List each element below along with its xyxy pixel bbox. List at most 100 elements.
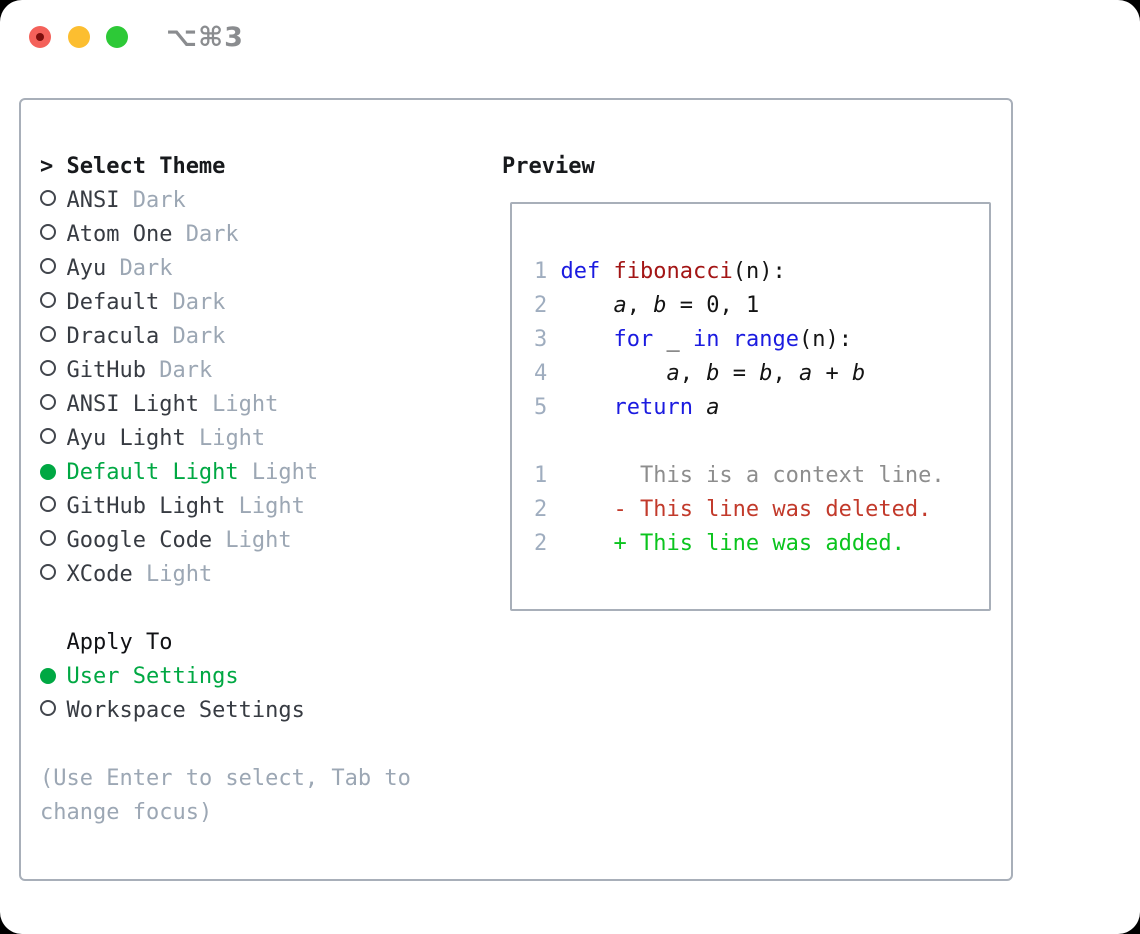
code-token-pl: (n): bbox=[732, 259, 786, 284]
blank-row bbox=[40, 592, 411, 626]
code-token-ctx: This is a context line. bbox=[560, 463, 945, 488]
line-number: 1 bbox=[534, 259, 548, 284]
theme-option-ansi-light[interactable]: ANSI Light Light bbox=[40, 388, 411, 422]
radio-unselected-icon bbox=[40, 530, 56, 546]
radio-cell bbox=[40, 558, 66, 592]
theme-option-ansi[interactable]: ANSI Dark bbox=[40, 184, 411, 218]
code-token-pl: , bbox=[679, 361, 707, 386]
option-name: Default Light bbox=[66, 460, 239, 485]
radio-cell bbox=[40, 388, 66, 422]
theme-option-default[interactable]: Default Dark bbox=[40, 286, 411, 320]
select-theme-header: > Select Theme bbox=[40, 150, 411, 184]
code-line: 2 - This line was deleted. bbox=[534, 493, 945, 527]
theme-option-ayu-light[interactable]: Ayu Light Light bbox=[40, 422, 411, 456]
radio-unselected-icon bbox=[40, 190, 56, 206]
code-token-fn: fibonacci bbox=[613, 259, 733, 284]
code-token-pl: + bbox=[812, 361, 852, 386]
theme-option-google-code[interactable]: Google Code Light bbox=[40, 524, 411, 558]
hint-line: (Use Enter to select, Tab to bbox=[40, 766, 411, 791]
record-dot-icon bbox=[36, 33, 44, 41]
option-name: Atom One bbox=[66, 222, 173, 247]
hint-text: change focus) bbox=[40, 796, 411, 830]
theme-option-github[interactable]: GitHub Dark bbox=[40, 354, 411, 388]
maximize-button[interactable] bbox=[106, 26, 128, 48]
option-name: Ayu Light bbox=[66, 426, 186, 451]
code-token-del: - This line was deleted. bbox=[560, 497, 932, 522]
radio-unselected-icon bbox=[40, 394, 56, 410]
radio-cell bbox=[40, 456, 66, 490]
theme-option-dracula[interactable]: Dracula Dark bbox=[40, 320, 411, 354]
minimize-button[interactable] bbox=[68, 26, 90, 48]
code-token-pl bbox=[560, 395, 613, 420]
theme-option-atom-one[interactable]: Atom One Dark bbox=[40, 218, 411, 252]
theme-option-ayu[interactable]: Ayu Dark bbox=[40, 252, 411, 286]
code-token-var: a bbox=[798, 361, 813, 386]
option-name: Default bbox=[66, 290, 160, 315]
option-name: XCode bbox=[66, 562, 133, 587]
code-token-kw: in bbox=[692, 327, 720, 352]
code-line: 5 return a bbox=[534, 391, 945, 425]
radio-cell bbox=[40, 694, 66, 728]
code-token-var: a bbox=[706, 395, 720, 420]
option-variant: Dark bbox=[145, 358, 213, 383]
blank-row bbox=[40, 728, 411, 762]
theme-option-xcode[interactable]: XCode Light bbox=[40, 558, 411, 592]
option-name: Ayu bbox=[66, 256, 107, 281]
option-variant: Dark bbox=[159, 290, 226, 315]
code-token-pl: = bbox=[719, 361, 760, 386]
radio-unselected-icon bbox=[40, 700, 56, 716]
apply-option-workspace-settings[interactable]: Workspace Settings bbox=[40, 694, 411, 728]
option-variant: Light bbox=[185, 426, 266, 451]
blank-line bbox=[534, 425, 945, 459]
option-variant: Light bbox=[238, 460, 319, 485]
line-number: 2 bbox=[534, 293, 548, 318]
option-variant: Dark bbox=[172, 222, 239, 247]
line-number: 4 bbox=[534, 361, 548, 386]
hint-line: change focus) bbox=[40, 800, 213, 825]
option-variant: Light bbox=[198, 392, 279, 417]
code-token-var: b bbox=[653, 293, 667, 318]
radio-unselected-icon bbox=[40, 224, 56, 240]
code-token-pl bbox=[719, 327, 732, 352]
apply-to-header: Apply To bbox=[40, 626, 411, 660]
option-variant: Dark bbox=[159, 324, 226, 349]
code-line: 3 for _ in range(n): bbox=[534, 323, 945, 357]
select-theme-label: Select Theme bbox=[66, 154, 226, 179]
theme-option-default-light[interactable]: Default Light Light bbox=[40, 456, 411, 490]
option-name: Workspace Settings bbox=[66, 698, 305, 723]
radio-selected-icon bbox=[40, 668, 56, 684]
radio-unselected-icon bbox=[40, 564, 56, 580]
radio-cell bbox=[40, 524, 66, 558]
code-line: 1 This is a context line. bbox=[534, 459, 945, 493]
code-line: 4 a, b = b, a + b bbox=[534, 357, 945, 391]
option-name: Dracula bbox=[66, 324, 160, 349]
close-button[interactable] bbox=[29, 26, 51, 48]
option-name: Google Code bbox=[66, 528, 213, 553]
theme-option-github-light[interactable]: GitHub Light Light bbox=[40, 490, 411, 524]
option-name: GitHub bbox=[66, 358, 146, 383]
line-number: 2 bbox=[534, 497, 548, 522]
line-number: 5 bbox=[534, 395, 548, 420]
line-number: 2 bbox=[534, 531, 548, 556]
code-token-pl bbox=[560, 293, 613, 318]
radio-cell bbox=[40, 184, 66, 218]
code-line: 2 a, b = 0, 1 bbox=[534, 289, 945, 323]
code-token-pl bbox=[560, 327, 613, 352]
code-line: 2 + This line was added. bbox=[534, 527, 945, 561]
preview-title: Preview bbox=[502, 154, 595, 179]
apply-option-user-settings[interactable]: User Settings bbox=[40, 660, 411, 694]
option-name: ANSI Light bbox=[66, 392, 199, 417]
code-token-pl bbox=[560, 361, 666, 386]
radio-selected-icon bbox=[40, 464, 56, 480]
radio-cell bbox=[40, 286, 66, 320]
code-token-pl: (n): bbox=[798, 327, 852, 352]
code-token-kw: def bbox=[560, 259, 601, 284]
code-token-kw: for bbox=[613, 327, 654, 352]
window-titlebar: ⌥⌘3 bbox=[0, 0, 1140, 74]
code-token-var: b bbox=[851, 361, 866, 386]
